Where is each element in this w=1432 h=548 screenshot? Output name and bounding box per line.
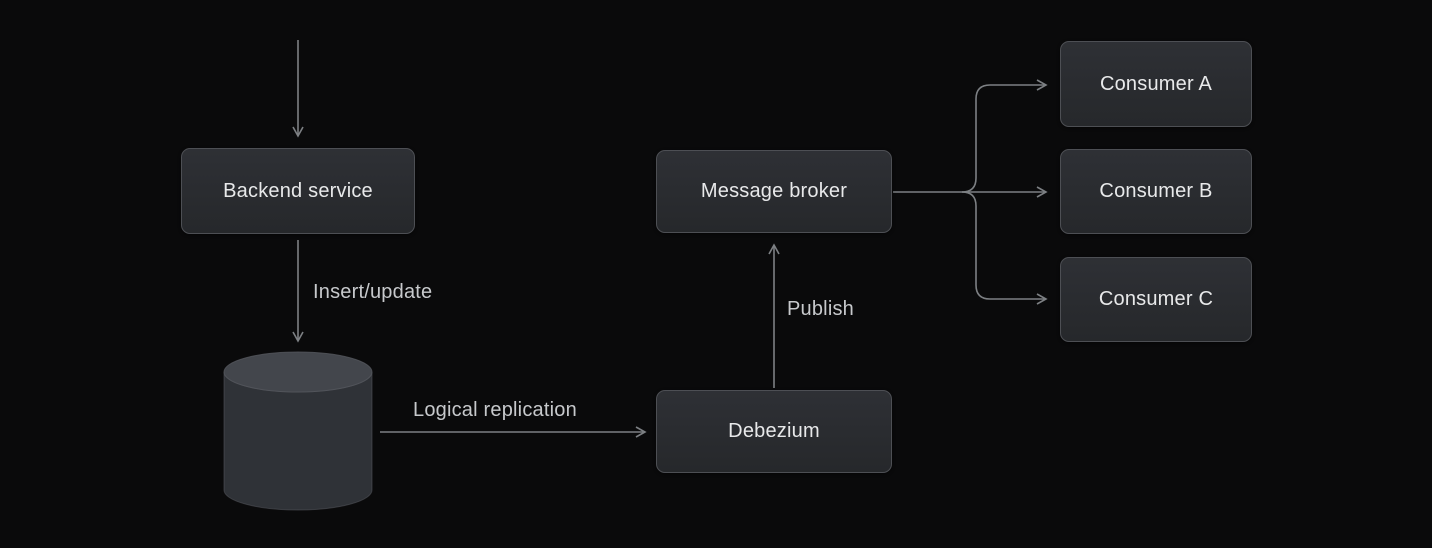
node-consumer-a: Consumer A [1060,41,1252,127]
node-consumer-b-label: Consumer B [1099,180,1213,202]
node-debezium: Debezium [656,390,892,473]
edge-label-insert-update: Insert/update [313,281,433,303]
node-message-broker: Message broker [656,150,892,233]
edge-label-publish: Publish [787,298,854,320]
database-cylinder-icon [223,351,373,511]
node-consumer-c-label: Consumer C [1098,288,1214,310]
node-consumer-a-label: Consumer A [1099,72,1213,95]
node-backend-service: Backend service [181,148,415,234]
node-debezium-label: Debezium [728,420,820,442]
node-backend-service-label: Backend service [223,179,373,202]
node-consumer-c: Consumer C [1060,257,1252,342]
edge-label-logical-replication: Logical replication [413,399,577,421]
edge-broker-to-consumer-a [961,79,1048,193]
node-message-broker-label: Message broker [700,180,848,202]
edge-broker-to-consumer-c [961,191,1048,305]
node-consumer-b: Consumer B [1060,149,1252,234]
